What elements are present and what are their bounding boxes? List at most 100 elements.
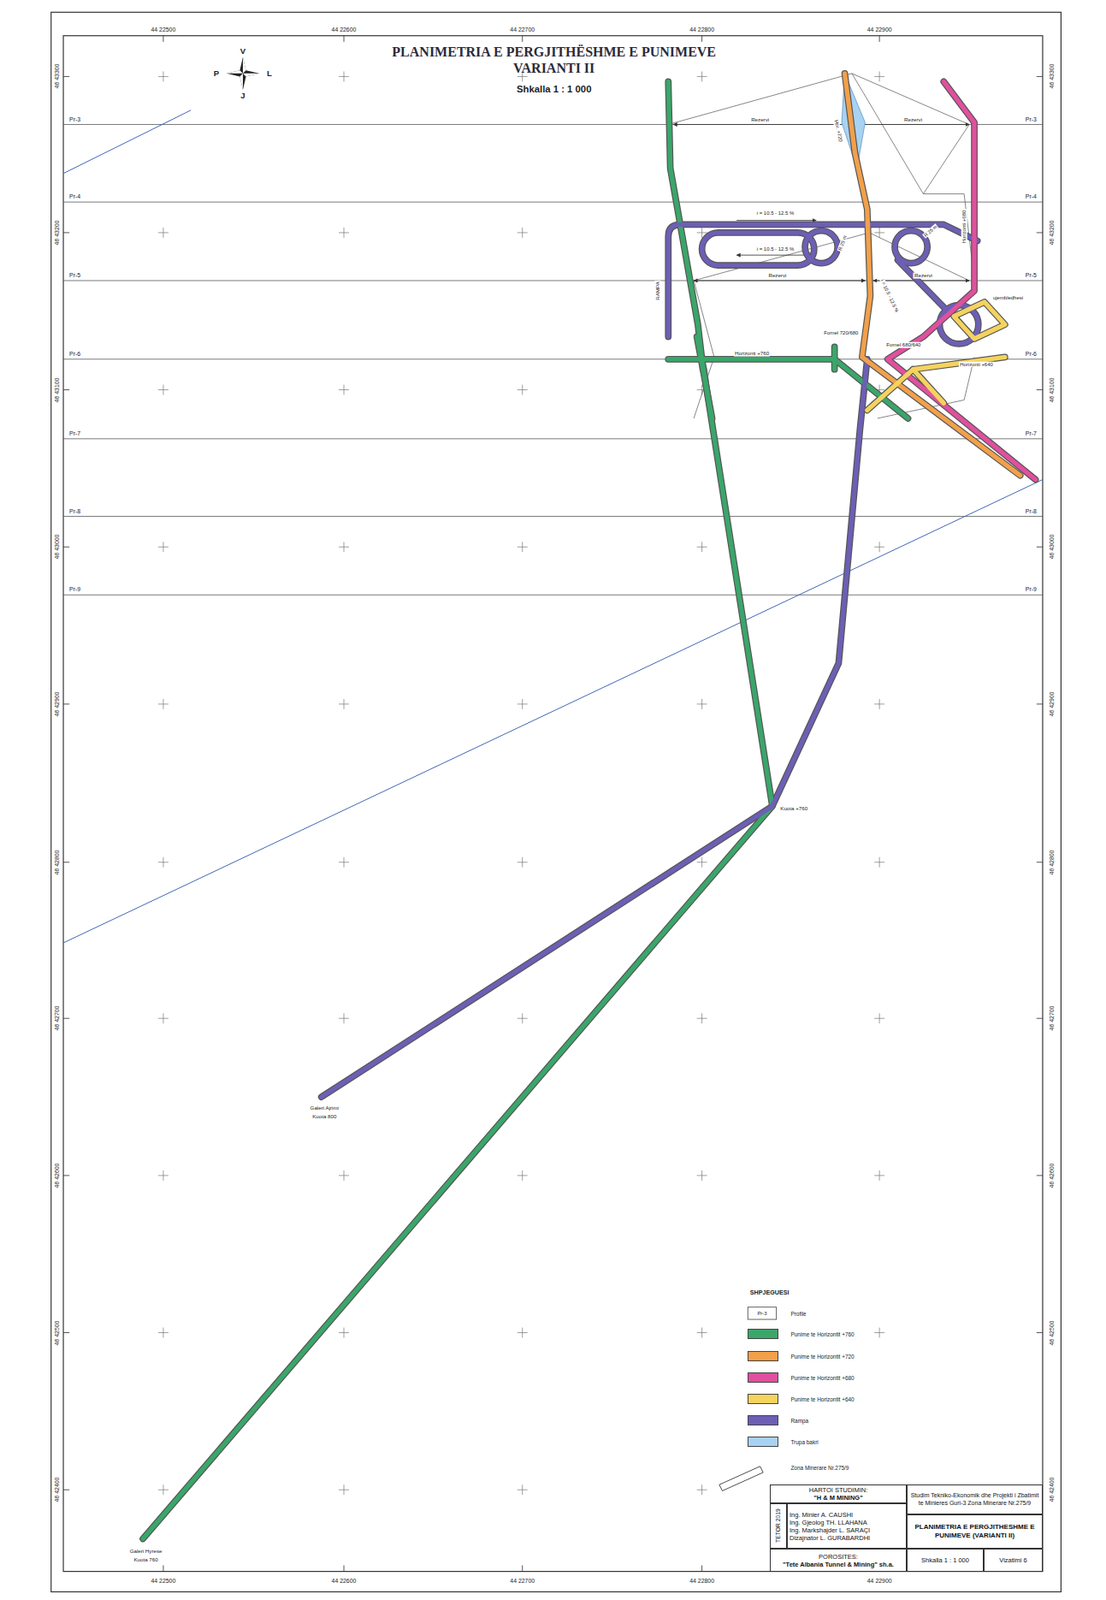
profile-label: Pr-9 bbox=[1025, 586, 1037, 594]
title-block-text: "H & M MINING" bbox=[813, 1493, 864, 1502]
grid-cross bbox=[697, 1012, 708, 1024]
grid-coordinate: 46 42500 bbox=[1048, 1319, 1056, 1345]
profile-line bbox=[63, 124, 1043, 125]
grid-cross bbox=[158, 384, 169, 396]
radius-label: R 25 m bbox=[837, 233, 849, 252]
grid-tick bbox=[1036, 1017, 1043, 1019]
legend-swatch bbox=[747, 1328, 779, 1339]
profile-label: Pr-7 bbox=[69, 430, 81, 438]
grid-coordinate: 44 22800 bbox=[689, 1577, 715, 1585]
title-block-cell: TETOR 2019 bbox=[769, 1502, 787, 1549]
grid-cross bbox=[338, 541, 349, 552]
grid-tick bbox=[701, 1564, 703, 1571]
dimension-label: Rezervi bbox=[913, 272, 934, 279]
slope-label: i = 10.5 - 12.5 % bbox=[756, 210, 796, 217]
grid-tick bbox=[63, 231, 70, 233]
title-block-cell: Ing. Minier A. CAUSHIIng. Gjeolog TH. LL… bbox=[786, 1502, 907, 1549]
grid-cross bbox=[338, 70, 349, 82]
grid-cross bbox=[517, 1012, 528, 1024]
grid-coordinate: 46 42700 bbox=[1048, 1005, 1056, 1031]
portal-label: Galeri Ajrimi bbox=[309, 1105, 340, 1112]
drawing-part bbox=[321, 359, 868, 1097]
profile-label: Pr-7 bbox=[1025, 430, 1037, 438]
profile-line bbox=[63, 201, 1043, 203]
grid-cross bbox=[874, 541, 885, 552]
grid-cross bbox=[697, 857, 708, 868]
profile-line bbox=[63, 515, 1043, 517]
grid-cross bbox=[338, 384, 349, 396]
grid-coordinate: 46 42400 bbox=[1048, 1477, 1056, 1503]
raise-label: Fornel 680/640 bbox=[885, 342, 922, 349]
grid-cross bbox=[517, 1484, 528, 1495]
grid-cross bbox=[874, 227, 885, 238]
grid-coordinate: 46 42900 bbox=[53, 691, 61, 717]
slope-arrow bbox=[736, 219, 817, 221]
legend-text: Profile bbox=[790, 1310, 806, 1317]
compass-star bbox=[226, 57, 260, 90]
grid-coordinate: 44 22700 bbox=[509, 1577, 535, 1585]
profile-line bbox=[63, 358, 1043, 360]
grid-coordinate: 44 22600 bbox=[331, 1577, 357, 1585]
grid-cross bbox=[517, 384, 528, 396]
compass-star bbox=[242, 57, 247, 74]
grid-coordinate: 46 43200 bbox=[1048, 220, 1056, 246]
drawing-part bbox=[668, 224, 977, 337]
grid-tick bbox=[1036, 1174, 1043, 1176]
drawing-part bbox=[898, 260, 950, 313]
grid-tick bbox=[63, 546, 70, 548]
grid-coordinate: 46 43300 bbox=[1048, 64, 1056, 89]
title-block-text: PLANIMETRIA E PERGJITHESHME E PUNIMEVE (… bbox=[909, 1522, 1041, 1539]
compass-letter: L bbox=[266, 69, 273, 79]
gallery-760 bbox=[697, 337, 713, 419]
workings bbox=[142, 73, 1036, 1539]
legend-swatch bbox=[747, 1436, 779, 1447]
grid-coordinate: 46 43100 bbox=[1048, 377, 1056, 403]
title-block-cell: PLANIMETRIA E PERGJITHESHME E PUNIMEVE (… bbox=[906, 1514, 1043, 1549]
grid-tick bbox=[162, 1564, 164, 1571]
grid-cross bbox=[158, 698, 169, 710]
grid-coordinate: 44 22500 bbox=[150, 26, 176, 34]
gallery-680 bbox=[887, 81, 1036, 480]
title-block-text: Shkalla 1 : 1 000 bbox=[921, 1555, 970, 1564]
compass-letter: P bbox=[213, 69, 219, 79]
profile-label: Pr-4 bbox=[69, 193, 81, 201]
grid-cross bbox=[338, 857, 349, 868]
profile-label: Pr-6 bbox=[1025, 350, 1037, 358]
profile-label: Pr-9 bbox=[69, 586, 81, 594]
ramp bbox=[668, 224, 977, 337]
workings-casing bbox=[142, 73, 1036, 1539]
grid-tick bbox=[521, 1564, 523, 1571]
grid-cross bbox=[338, 1327, 349, 1338]
elevation-label: Kuota 800 bbox=[311, 1113, 338, 1120]
legend-swatch bbox=[747, 1414, 779, 1426]
grid-tick bbox=[1036, 231, 1043, 233]
grid-coordinate: 44 22900 bbox=[867, 1577, 893, 1585]
compass-star bbox=[242, 73, 260, 77]
grid-cross bbox=[874, 1327, 885, 1338]
legend-swatch bbox=[747, 1393, 779, 1404]
dimension-label: Rezervi bbox=[767, 272, 787, 279]
grid-coordinate: 46 42600 bbox=[1048, 1163, 1056, 1189]
grid-coordinate: 46 42800 bbox=[53, 850, 61, 876]
grid-cross bbox=[517, 857, 528, 868]
profile-label: Pr-8 bbox=[69, 508, 81, 515]
portal-label: Galeri Hyrese bbox=[129, 1548, 164, 1555]
legend-text: Zona Minerare Nr.275/9 bbox=[790, 1464, 849, 1471]
grid-tick bbox=[1036, 1331, 1043, 1333]
grid-coordinate: 44 22600 bbox=[331, 26, 357, 34]
ramp bbox=[898, 260, 950, 313]
grid-tick bbox=[879, 35, 881, 42]
profile-label: Pr-4 bbox=[1025, 193, 1037, 201]
title-block-cell: Shkalla 1 : 1 000 bbox=[906, 1548, 984, 1572]
dimension-lines bbox=[673, 124, 970, 280]
slope-label: i = 10.5 - 12.5 % bbox=[879, 277, 900, 314]
horizon-label: Horizonti +640 bbox=[958, 361, 994, 368]
profile-line bbox=[63, 594, 1043, 596]
grid-cross bbox=[874, 1012, 885, 1024]
drawing-part bbox=[887, 81, 1036, 480]
grid-coordinate: 46 42500 bbox=[53, 1319, 61, 1345]
grid-cross bbox=[517, 1327, 528, 1338]
legend-sample-text: Pr-3 bbox=[757, 1310, 767, 1317]
ramp bbox=[321, 359, 868, 1097]
grid-coordinate: 46 43200 bbox=[53, 220, 61, 246]
